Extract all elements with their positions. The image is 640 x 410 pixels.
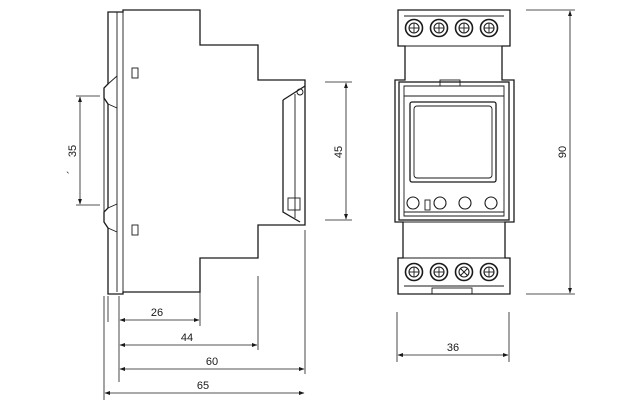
screw-terminal-icon — [404, 262, 424, 282]
front-button-3[interactable] — [458, 196, 472, 210]
dim-depth-26: 26 — [151, 307, 163, 319]
top-terminal-block — [404, 15, 504, 38]
screw-terminal-icon — [454, 18, 474, 38]
dim-depth-60: 60 — [206, 356, 218, 368]
dim-rail-height: 35 — [67, 145, 79, 157]
front-button-2[interactable] — [433, 196, 447, 210]
screw-terminal-icon — [479, 18, 499, 38]
crossed-terminal-icon — [454, 262, 474, 282]
bottom-terminal-block — [404, 262, 504, 295]
side-view: 35 ` 45 26 44 60 65 — [66, 9, 352, 400]
dim-front-width: 36 — [447, 342, 459, 354]
front-body-outline — [394, 9, 515, 295]
display-window — [409, 101, 497, 183]
screw-terminal-icon — [429, 262, 449, 282]
screw-terminal-icon — [404, 18, 424, 38]
front-view: 90 36 — [394, 9, 575, 362]
screw-terminal-icon — [429, 18, 449, 38]
dim-front-total-height: 90 — [557, 146, 569, 158]
dim-depth-44: 44 — [181, 332, 193, 344]
front-button-4[interactable] — [484, 196, 498, 210]
side-body-outline — [103, 9, 306, 295]
front-button-1[interactable] — [406, 196, 420, 210]
stray-mark: ` — [66, 171, 70, 183]
dim-depth-65: 65 — [197, 380, 209, 392]
screw-terminal-icon — [479, 262, 499, 282]
dim-front-height: 45 — [333, 146, 345, 158]
